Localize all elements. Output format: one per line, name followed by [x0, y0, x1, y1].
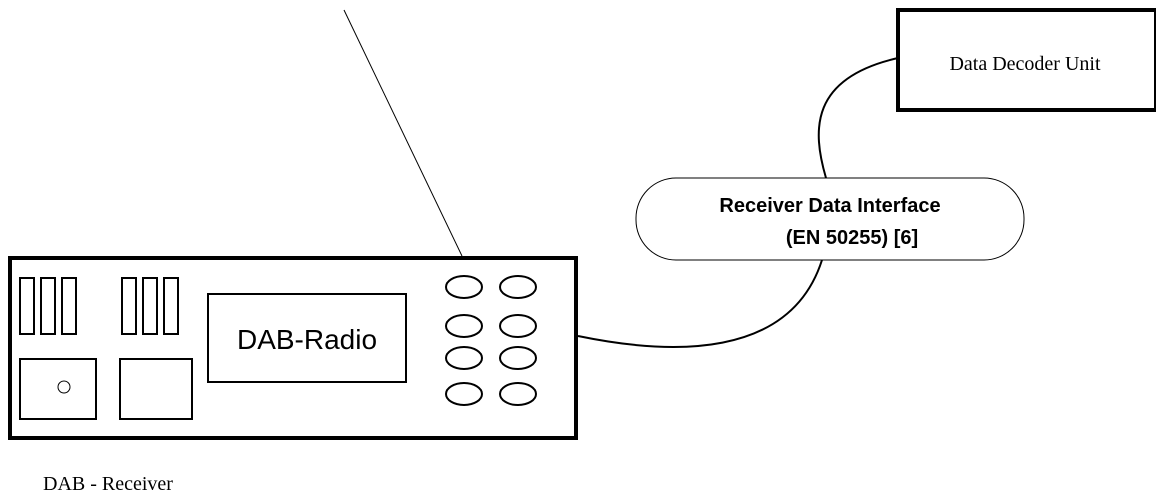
- dab-receiver-unit: DAB-Radio: [8, 256, 578, 440]
- interface-bubble: [635, 177, 1025, 261]
- radio-display-label: DAB-Radio: [237, 324, 377, 355]
- preset-key: [163, 277, 179, 335]
- control-button: [499, 382, 537, 406]
- interface-label-line1: Receiver Data Interface: [719, 195, 940, 217]
- decoder-box: [896, 8, 1156, 112]
- antenna-line: [343, 9, 463, 257]
- power-knob: [57, 380, 71, 394]
- control-button: [445, 275, 483, 299]
- data-decoder-unit: Data Decoder Unit: [896, 8, 1156, 112]
- preset-key: [40, 277, 56, 335]
- preset-key: [19, 277, 35, 335]
- control-button: [445, 382, 483, 406]
- preset-key: [61, 277, 77, 335]
- preset-key: [142, 277, 158, 335]
- control-button: [445, 346, 483, 370]
- media-slot: [119, 358, 193, 420]
- decoder-cable: [817, 57, 899, 179]
- control-button: [499, 314, 537, 338]
- radio-cable: [577, 259, 823, 348]
- interface-label-line2: (EN 50255) [6]: [786, 227, 918, 249]
- preset-key: [121, 277, 137, 335]
- control-button: [499, 275, 537, 299]
- control-button: [499, 346, 537, 370]
- receiver-data-interface: Receiver Data Interface (EN 50255) [6]: [635, 177, 1025, 261]
- decoder-label: Data Decoder Unit: [949, 53, 1100, 75]
- radio-display: [207, 293, 407, 383]
- receiver-caption: DAB - Receiver: [43, 473, 173, 495]
- control-button: [445, 314, 483, 338]
